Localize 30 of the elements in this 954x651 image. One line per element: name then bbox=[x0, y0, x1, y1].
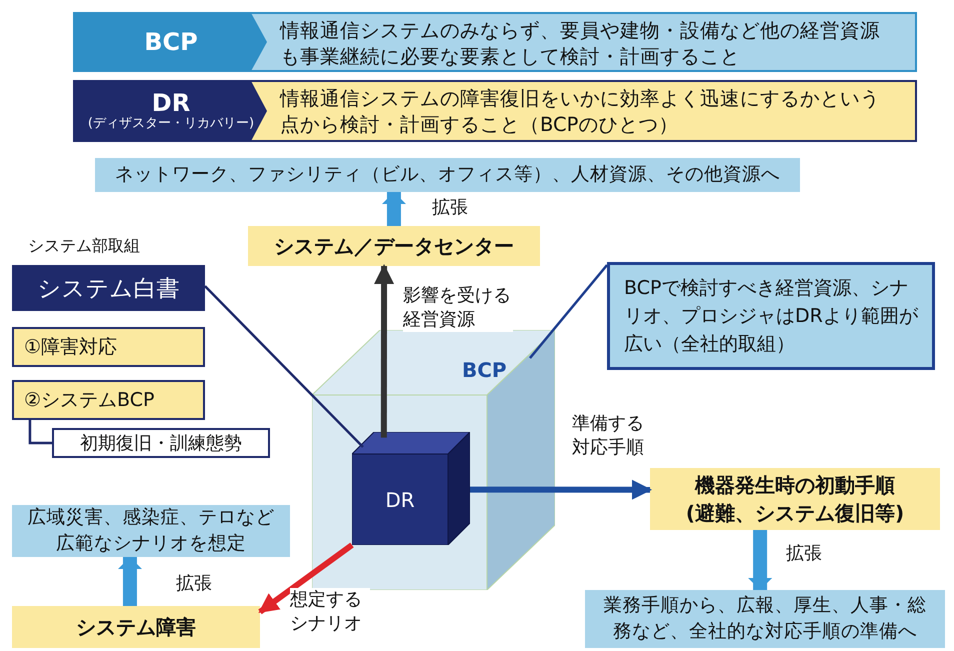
connector-line bbox=[28, 420, 52, 444]
definition-band bbox=[73, 80, 917, 142]
cube-label: DR bbox=[384, 488, 416, 512]
sub-item-box: 初期復旧・訓練態勢 bbox=[52, 428, 270, 458]
heading-box: システム／データセンター bbox=[248, 226, 540, 266]
edge-label: 影響を受ける経営資源 bbox=[403, 284, 513, 332]
note-box: 広域災害、感染症、テロなど広範なシナリオを想定 bbox=[12, 505, 290, 557]
description-text: 情報通信システムの障害復旧をいかに効率よく迅速にするかという点から検討・計画すること（BCPのひとつ） bbox=[280, 86, 881, 138]
description-text: 情報通信システムのみならず、要員や建物・設備など他の経営資源も事業継続に必要な要素として検討・計画すること bbox=[280, 18, 881, 70]
item-box: ①障害対応 bbox=[12, 327, 205, 367]
term-reading: (ディザスター・リカバリー) bbox=[88, 116, 254, 132]
heading-box: システム障害 bbox=[12, 606, 260, 648]
definition-band bbox=[73, 12, 917, 72]
connector-line bbox=[529, 264, 608, 359]
arrow bbox=[374, 264, 394, 438]
callout-box: BCPで検討すべき経営資源、シナリオ、プロシジャはDRより範囲が広い（全社的取組） bbox=[607, 262, 935, 370]
term-text: BCP bbox=[144, 29, 198, 55]
title-box: システム白書 bbox=[12, 265, 205, 311]
item-box: ②システムBCP bbox=[12, 380, 205, 420]
block-arrow bbox=[118, 557, 142, 606]
arrow bbox=[470, 480, 652, 500]
term-text: DR bbox=[152, 90, 190, 116]
heading-box: 機器発生時の初動手順 (避難、システム復旧等) bbox=[650, 468, 940, 530]
note-box: ネットワーク、ファシリティ（ビル、オフィス等）、人材資源、その他資源へ bbox=[95, 158, 800, 192]
cube-label: BCP bbox=[462, 358, 507, 382]
connector-line bbox=[204, 285, 364, 448]
arrow bbox=[258, 542, 354, 614]
block-arrow bbox=[748, 530, 772, 590]
block-arrow bbox=[382, 192, 406, 226]
note-box: 業務手順から、広報、厚生、人事・総務など、全社的な対応手順の準備へ bbox=[585, 590, 945, 648]
